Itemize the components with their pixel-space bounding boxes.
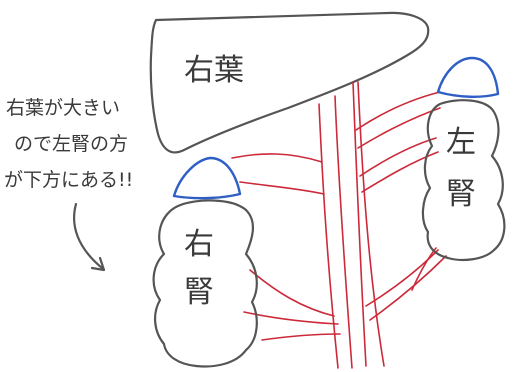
- left-kidney-label-1: 左: [446, 125, 476, 160]
- right-renal-vessel-2: [243, 311, 339, 325]
- note-line-2: ので左腎の方: [14, 133, 128, 155]
- right-kidney-label-1: 右: [184, 227, 214, 262]
- note-arrow-shaft: [72, 202, 104, 270]
- right-renal-vessel-1: [249, 269, 335, 317]
- note-arrow-head: [90, 256, 106, 272]
- aorta-right-wall: [334, 95, 353, 369]
- right-renal-vessel-3: [261, 333, 341, 341]
- left-adrenal-gland: [436, 56, 500, 98]
- left-upper-vessel-1: [355, 91, 441, 131]
- note-line-1: 右葉が大きい: [6, 97, 120, 119]
- liver-right-lobe-outline: [149, 11, 430, 154]
- right-kidney-label-2: 腎: [184, 275, 214, 310]
- left-mid-vessel-1: [359, 137, 437, 177]
- aorta-left-wall: [318, 103, 339, 369]
- ivc-right-wall: [357, 81, 385, 367]
- right-adrenal-gland: [172, 156, 242, 200]
- ivc-left-wall: [352, 81, 367, 367]
- left-mid-vessel-2: [361, 151, 439, 193]
- right-upper-vessel-2: [239, 181, 325, 195]
- liver-lobe-label: 右葉: [184, 53, 244, 88]
- left-kidney-label-2: 腎: [446, 177, 476, 212]
- left-renal-vessel-2: [369, 255, 447, 321]
- note-line-3: が下方にある!!: [4, 169, 133, 191]
- right-kidney-outline: [152, 199, 258, 368]
- right-upper-vessel-1: [231, 153, 323, 163]
- left-kidney-outline: [421, 99, 506, 261]
- left-renal-vessel-1: [365, 249, 439, 307]
